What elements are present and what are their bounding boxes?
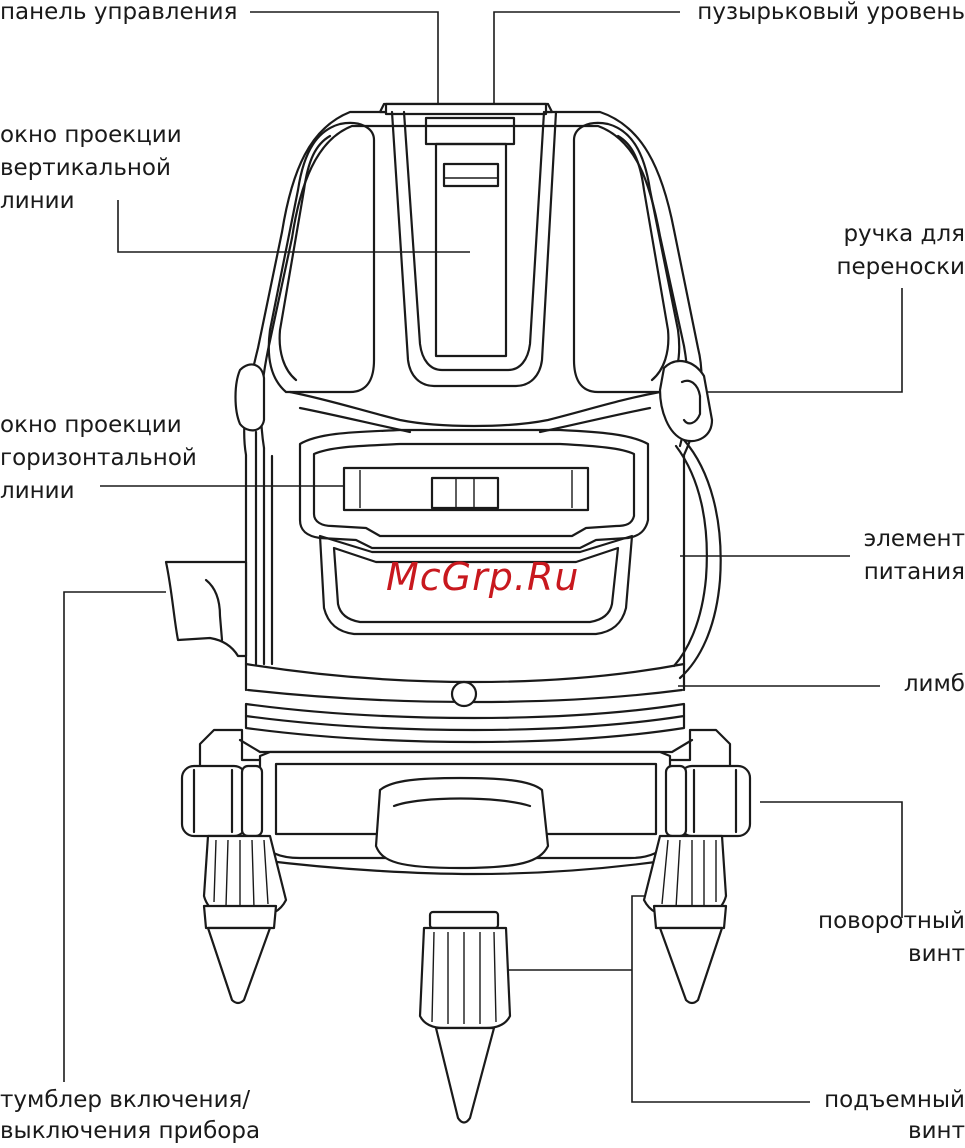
label-power-switch-1: тумблер включения/ xyxy=(0,1084,250,1117)
label-lifting-screw-2: винт xyxy=(908,1115,965,1148)
label-battery-2: питания xyxy=(864,556,965,589)
label-lifting-screw-1: подъемный xyxy=(824,1084,965,1117)
front-lifting-screw xyxy=(420,912,510,1123)
power-switch xyxy=(166,562,246,656)
left-lifting-screw xyxy=(204,836,286,1003)
label-horizontal-window-2: горизонтальной xyxy=(0,442,197,475)
limb xyxy=(246,664,684,742)
label-rotary-screw-2: винт xyxy=(908,938,965,971)
instrument-head xyxy=(244,104,701,690)
label-power-switch-2: выключения прибора xyxy=(0,1115,260,1148)
label-horizontal-window-1: окно проекции xyxy=(0,409,182,442)
bubble-level-body xyxy=(386,104,546,114)
left-rotary-screw xyxy=(182,766,262,836)
label-bubble-level: пузырьковый уровень xyxy=(697,0,965,29)
watermark: McGrp.Ru xyxy=(386,555,579,599)
right-rotary-screw xyxy=(666,766,750,836)
label-handle-2: переноски xyxy=(836,251,965,284)
label-limb: лимб xyxy=(904,668,965,701)
side-slots xyxy=(256,432,272,664)
label-horizontal-window-3: линии xyxy=(0,475,75,508)
base xyxy=(200,730,730,874)
right-lifting-screw xyxy=(644,836,726,1003)
label-handle-1: ручка для xyxy=(843,218,965,251)
horizontal-window xyxy=(300,430,648,548)
label-vertical-window-3: линии xyxy=(0,185,75,218)
label-battery-1: элемент xyxy=(864,523,965,556)
label-vertical-window-1: окно проекции xyxy=(0,119,182,152)
label-control-panel: панель управления xyxy=(0,0,237,29)
label-vertical-window-2: вертикальной xyxy=(0,152,171,185)
label-rotary-screw-1: поворотный xyxy=(818,905,965,938)
